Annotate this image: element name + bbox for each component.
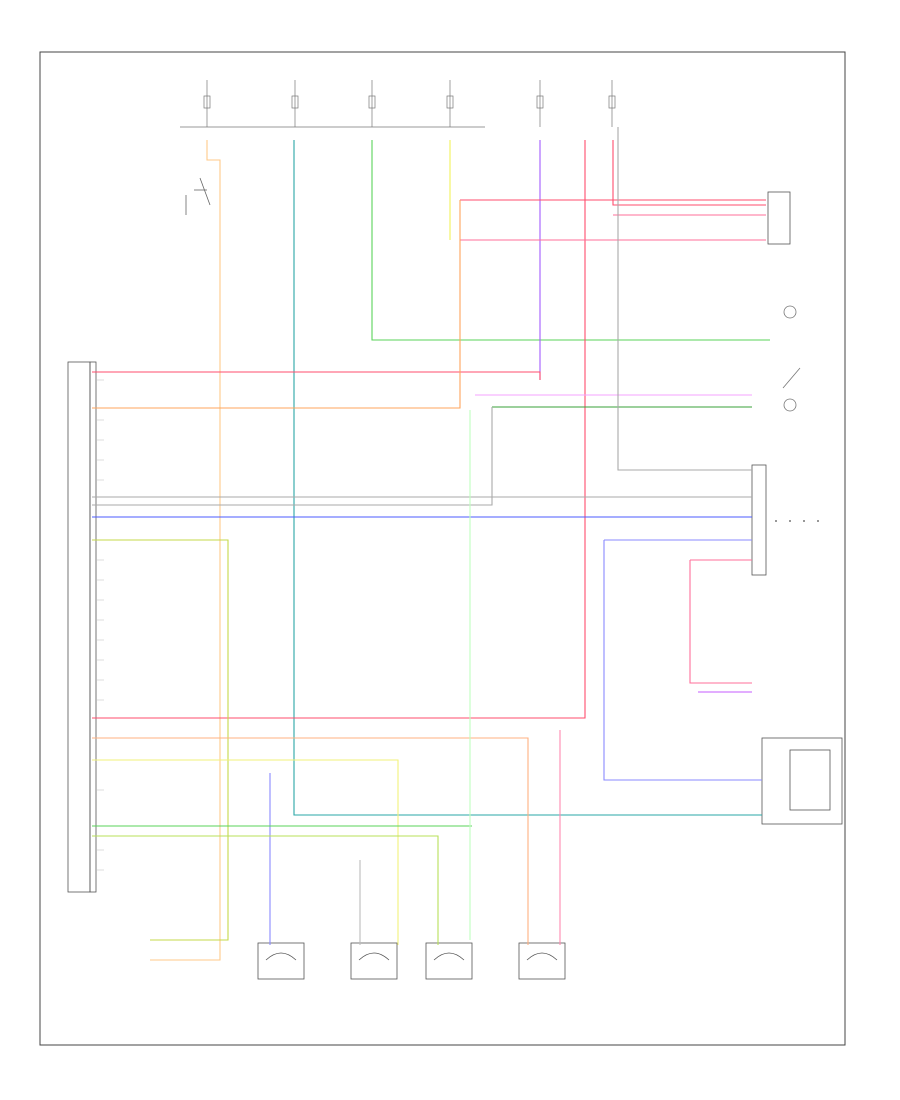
wire-orange	[92, 200, 461, 409]
wire-pink	[689, 560, 752, 684]
wire-green	[371, 140, 770, 341]
wire-gray	[617, 127, 752, 471]
wire-gray	[92, 407, 493, 506]
fuse-icon	[203, 80, 616, 127]
connector-block-icon	[751, 191, 843, 825]
wire-red	[92, 140, 586, 719]
wire-light-orange	[150, 140, 221, 961]
wire-yellow	[92, 759, 399, 945]
wire-yellow-green	[92, 835, 439, 945]
module-pin-ticks	[96, 379, 104, 871]
sensor-icon	[257, 942, 566, 980]
brake-pedal-switch-icon	[185, 177, 211, 215]
abs-control-module-icon	[67, 361, 97, 893]
wire-red	[612, 140, 766, 206]
wire-light-orange	[92, 737, 529, 945]
diagram-frame	[39, 51, 846, 1046]
wire-red	[92, 371, 541, 380]
wire-light-blue	[603, 540, 762, 781]
wire-set	[92, 127, 770, 961]
fuse-bus	[180, 80, 616, 128]
wire-yellow-green	[92, 539, 229, 941]
wire-teal	[293, 140, 762, 816]
connector-dots	[775, 520, 819, 522]
traction-control-switch-icon	[782, 305, 801, 412]
